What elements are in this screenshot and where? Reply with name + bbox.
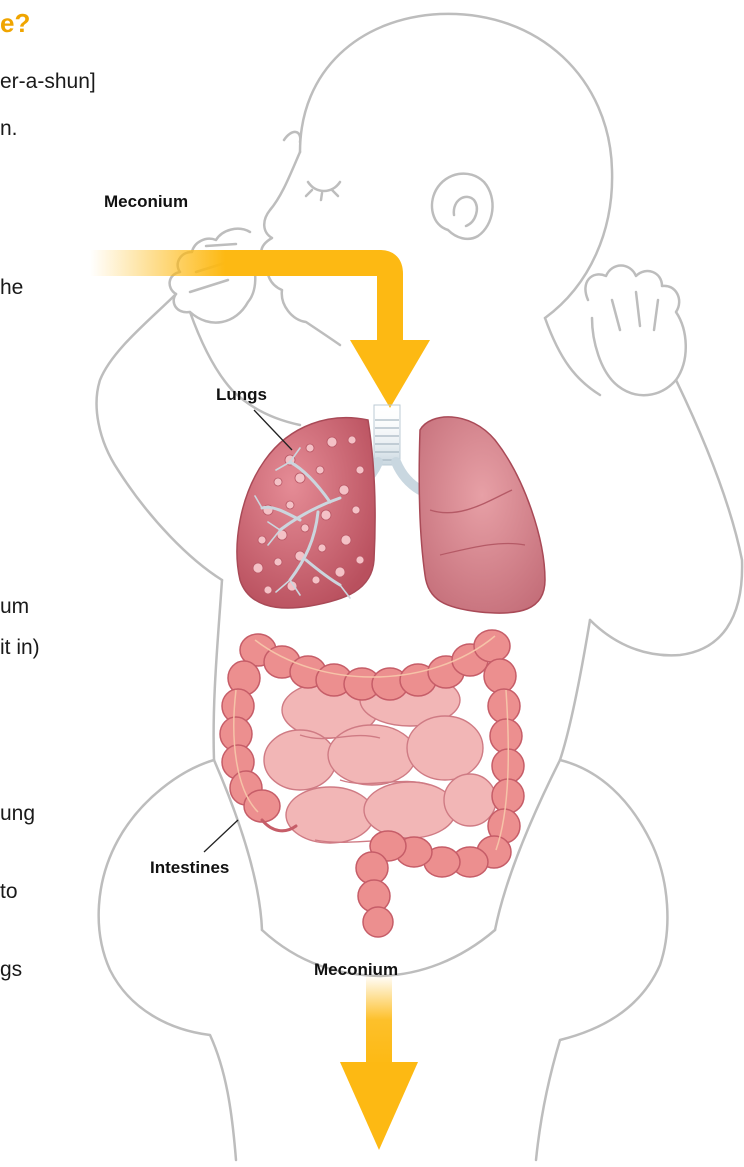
label-lungs: Lungs — [216, 385, 267, 405]
left-leg — [99, 760, 236, 1160]
right-leg — [536, 760, 667, 1160]
label-meconium-top: Meconium — [104, 192, 188, 212]
small-intestine — [264, 674, 496, 843]
right-arm — [545, 318, 742, 655]
label-meconium-bottom: Meconium — [314, 960, 398, 980]
baby-outline — [97, 14, 743, 1160]
meconium-arrow-bottom — [340, 975, 418, 1150]
torso-right — [560, 620, 590, 760]
lung-solid — [419, 417, 545, 613]
left-arm — [97, 294, 222, 580]
label-intestines: Intestines — [150, 858, 229, 878]
intestines-leader-line — [204, 820, 238, 852]
ear — [432, 174, 493, 239]
right-hand — [585, 266, 685, 396]
lung-cutaway — [237, 418, 375, 608]
face-profile — [261, 152, 340, 345]
intestines — [220, 630, 524, 937]
